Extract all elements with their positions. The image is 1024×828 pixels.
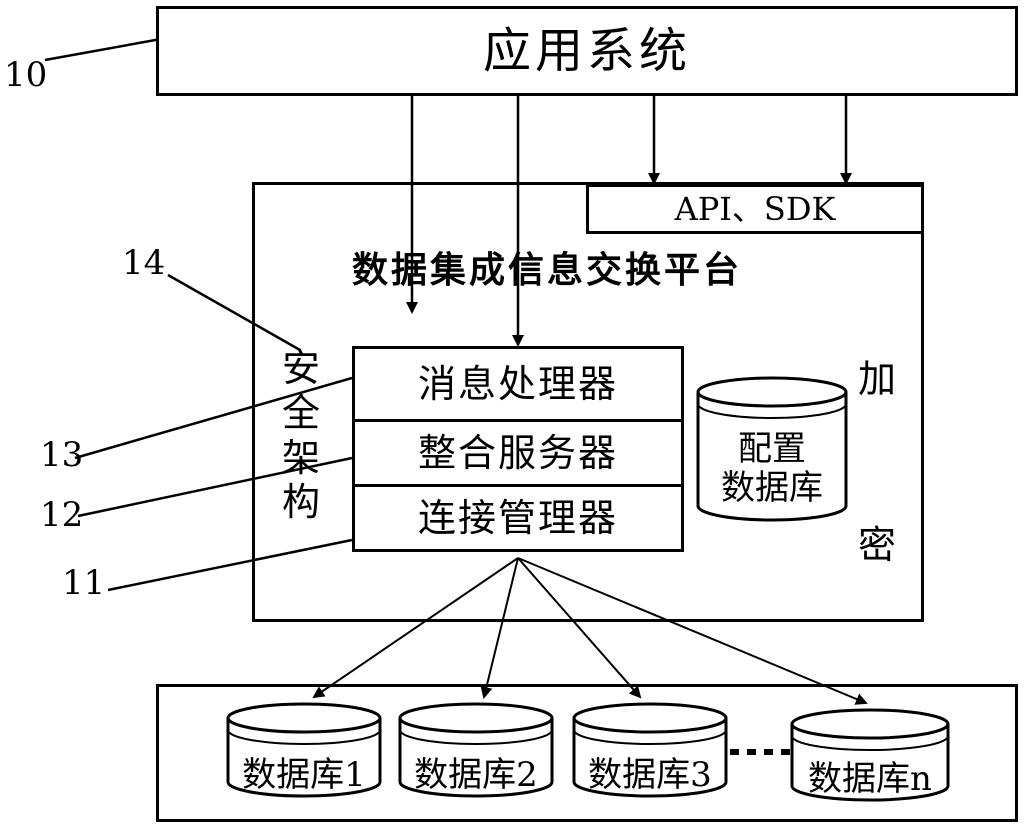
config-db-label-line1: 配置	[738, 429, 806, 469]
db2-label: 数据库2	[414, 755, 538, 795]
db1-cylinder	[226, 702, 382, 798]
security-char-2: 全	[282, 390, 321, 435]
ref-14: 14	[122, 243, 166, 283]
dbn-cylinder	[790, 708, 950, 802]
db3-label: 数据库3	[588, 755, 712, 795]
app-system-label: 应用系统	[482, 23, 691, 79]
encryption-char-2: 密	[858, 523, 897, 567]
connection-manager-box: 连接管理器	[352, 484, 684, 552]
encryption-char-1: 加	[858, 357, 897, 401]
arrow-to-db1	[312, 557, 519, 699]
config-db-cylinder	[696, 376, 848, 522]
arrow-to-dbn	[517, 557, 868, 705]
platform-box	[252, 182, 924, 622]
platform-title: 数据集成信息交换平台	[352, 249, 743, 291]
config-db-label: 配置 数据库	[698, 429, 846, 509]
dbn-label: 数据库n	[808, 759, 932, 799]
leader-10	[44, 35, 173, 62]
db2-cylinder	[398, 702, 554, 798]
app-system-box: 应用系统	[156, 6, 1018, 96]
arrow-to-db2	[480, 557, 519, 699]
leader-13	[74, 376, 353, 460]
security-char-3: 架	[282, 435, 321, 480]
ref-12: 12	[40, 495, 84, 535]
leader-14	[167, 273, 301, 352]
api-sdk-label: API、SDK	[674, 190, 836, 228]
arrow-to-db3	[517, 557, 642, 699]
integration-server-box: 整合服务器	[352, 419, 684, 487]
security-char-4: 构	[282, 480, 321, 525]
security-architecture-label: 安 全 架 构	[282, 346, 320, 525]
connection-manager-label: 连接管理器	[417, 496, 618, 540]
message-processor-box: 消息处理器	[352, 346, 684, 422]
ref-11: 11	[62, 563, 106, 603]
ref-13: 13	[40, 435, 84, 475]
integration-server-label: 整合服务器	[417, 431, 618, 475]
leader-12	[77, 456, 353, 518]
ref-10: 10	[4, 55, 48, 95]
leader-11	[107, 538, 353, 592]
message-processor-label: 消息处理器	[417, 362, 618, 406]
databases-box	[156, 684, 1018, 822]
db3-cylinder	[572, 702, 728, 798]
config-db-label-line2: 数据库	[721, 468, 823, 509]
security-char-1: 安	[282, 346, 321, 390]
api-sdk-box: API、SDK	[586, 184, 924, 234]
db1-label: 数据库1	[242, 755, 366, 795]
